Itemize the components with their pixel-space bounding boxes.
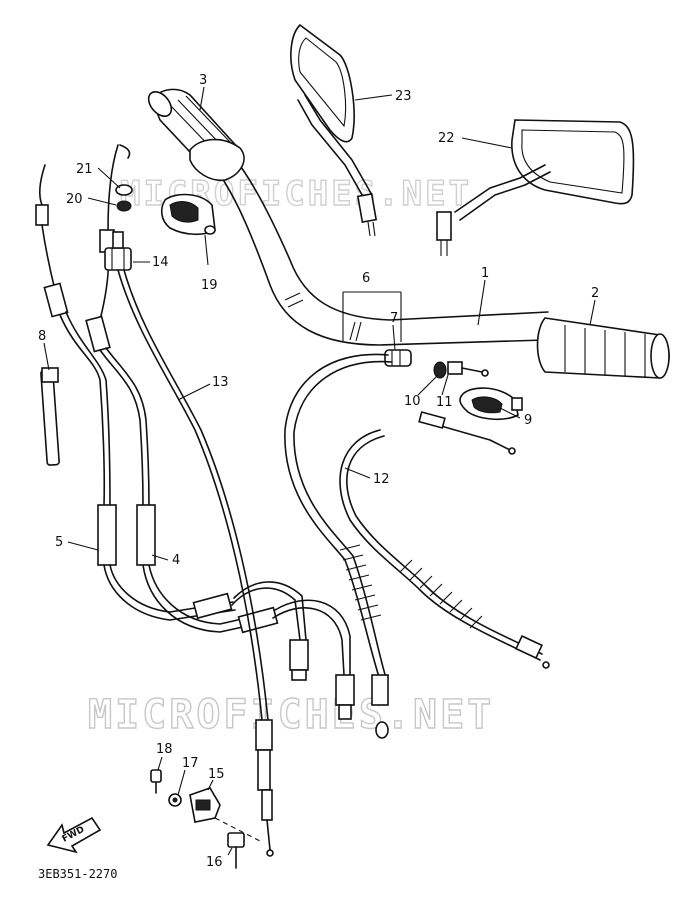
callout-23: 23 <box>395 89 412 104</box>
callout-10: 10 <box>404 394 421 409</box>
washer-17 <box>168 793 182 807</box>
mirror-left <box>290 23 378 237</box>
callout-20: 20 <box>66 192 83 207</box>
cable-13 <box>104 231 274 857</box>
holder-15 <box>189 787 221 823</box>
callout-9: 9 <box>524 413 532 428</box>
cable-12 <box>339 411 550 669</box>
callout-17: 17 <box>182 756 199 771</box>
callout-18: 18 <box>156 742 173 757</box>
cable-band-8 <box>40 367 60 466</box>
callout-3: 3 <box>199 73 207 88</box>
handlebar <box>199 134 549 346</box>
callout-11: 11 <box>436 395 453 410</box>
callout-12: 12 <box>373 472 390 487</box>
callout-14: 14 <box>152 255 169 270</box>
right-grip <box>536 317 670 379</box>
screw-16 <box>227 832 245 869</box>
diagram-part-code: 3EB351-2270 <box>38 867 117 881</box>
callout-7: 7 <box>390 311 398 326</box>
callout-19: 19 <box>201 278 218 293</box>
throttle-cable-4 <box>85 144 355 720</box>
callout-6: 6 <box>362 271 370 286</box>
callout-16: 16 <box>206 855 223 870</box>
callout-13: 13 <box>212 375 229 390</box>
callout-8: 8 <box>38 329 46 344</box>
leader-lines <box>43 86 596 856</box>
callout-2: 2 <box>591 286 599 301</box>
callout-4: 4 <box>172 553 180 568</box>
callouts: 1 2 3 4 5 6 7 8 9 10 11 12 13 14 15 16 1… <box>38 73 599 870</box>
callout-1: 1 <box>481 266 489 281</box>
fwd-arrow: FWD <box>46 816 102 854</box>
clutch-lever-adjuster <box>384 349 489 379</box>
pin-18 <box>150 769 162 794</box>
callout-21: 21 <box>76 162 93 177</box>
callout-22: 22 <box>438 131 455 146</box>
throttle-housing <box>160 193 216 236</box>
clutch-cable-6 <box>284 353 393 739</box>
callout-5: 5 <box>55 535 63 550</box>
watermark-bottom: MICROFICHES.NET <box>88 692 494 738</box>
mirror-right <box>436 119 635 256</box>
left-grip <box>147 88 245 182</box>
throttle-cable-5 <box>35 164 309 681</box>
callout-15: 15 <box>208 767 225 782</box>
switch-housing-right <box>459 387 523 421</box>
